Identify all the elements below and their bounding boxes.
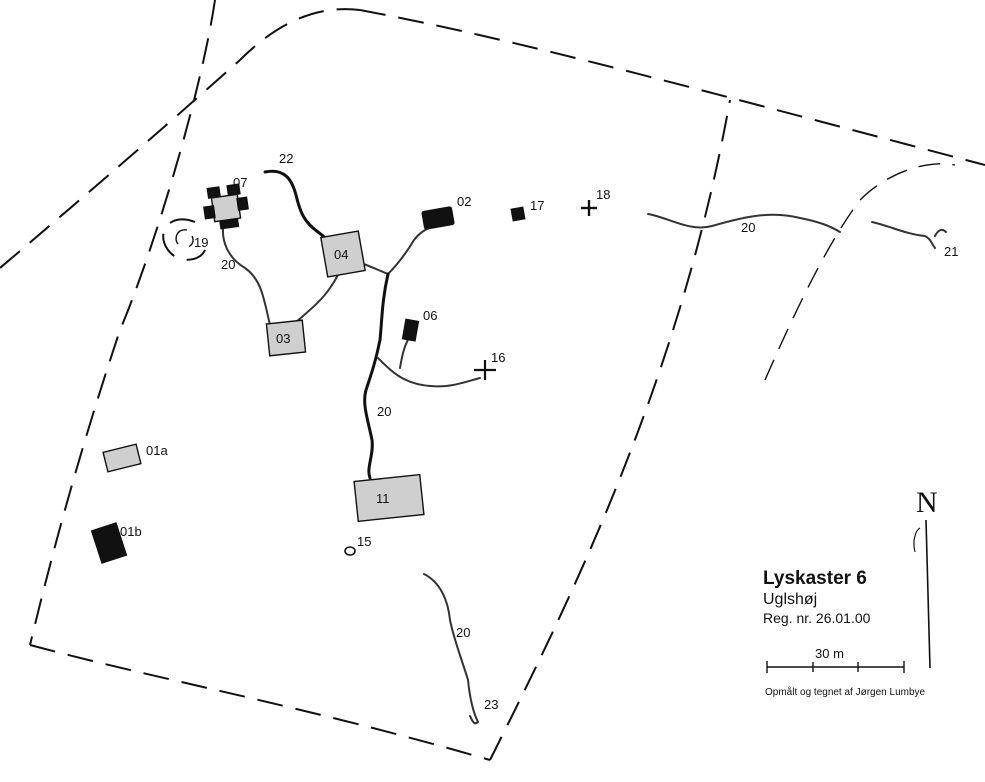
label-20-center: 20	[377, 404, 391, 419]
label-16: 16	[491, 350, 505, 365]
label-15: 15	[357, 534, 371, 549]
north-arrow: N	[913, 486, 938, 669]
trail-03-to-04	[295, 273, 339, 323]
map-title: Lyskaster 6	[763, 568, 867, 589]
well-19-outline	[162, 218, 206, 261]
label-02: 02	[457, 194, 471, 209]
north-arrow-line	[925, 519, 931, 669]
building-03	[265, 319, 307, 357]
building-labels: 03 04 11	[276, 247, 390, 506]
trail-to-16	[377, 357, 481, 388]
label-18: 18	[596, 187, 610, 202]
trail-east	[647, 213, 841, 233]
map-reg-no: Reg. nr. 26.01.00	[763, 610, 871, 626]
label-01b: 01b	[120, 524, 142, 539]
label-22: 22	[279, 151, 293, 166]
trail-07-to-03	[222, 221, 271, 326]
building-02	[421, 206, 455, 230]
well-19-inner	[175, 229, 194, 248]
label-17: 17	[530, 198, 544, 213]
boundary-south	[29, 644, 491, 761]
building-01a	[102, 443, 142, 473]
building-01b	[90, 522, 128, 564]
trails	[222, 169, 947, 725]
label-11: 11	[376, 491, 390, 506]
label-03: 03	[276, 331, 290, 346]
trail-main-south	[363, 272, 390, 480]
label-19: 19	[194, 235, 208, 250]
boundary-east-inner	[764, 163, 956, 381]
title-block: Lyskaster 6 Uglshøj Reg. nr. 26.01.00	[763, 568, 871, 626]
label-06: 06	[423, 308, 437, 323]
trail-junction-to-02	[387, 225, 435, 275]
label-04: 04	[334, 247, 348, 262]
boundary-east	[489, 99, 731, 761]
building-07	[203, 183, 249, 230]
label-21: 21	[944, 244, 958, 259]
scale-label: 30 m	[815, 646, 844, 661]
trail-06-stem	[399, 335, 411, 369]
label-23: 23	[484, 697, 498, 712]
trail-23	[423, 573, 479, 725]
label-20-east: 20	[741, 220, 755, 235]
building-11	[353, 473, 425, 523]
north-label: N	[916, 486, 938, 519]
boundary-northwest	[0, 8, 361, 269]
trail-21	[871, 221, 947, 249]
cross-18	[581, 200, 597, 216]
building-06	[401, 318, 420, 342]
trail-22-branch	[263, 169, 334, 250]
cross-16	[474, 360, 496, 380]
boundary-north	[359, 9, 985, 166]
building-17	[510, 206, 526, 222]
map-subtitle: Uglshøj	[763, 591, 817, 608]
map-credit: Opmålt og tegnet af Jørgen Lumbye	[765, 686, 926, 698]
scale-bar: 30 m	[766, 646, 905, 673]
label-20-south: 20	[456, 625, 470, 640]
boundary-west	[29, 0, 216, 646]
structures	[90, 183, 597, 564]
boundary-lines	[0, 0, 985, 761]
feature-15-marker	[344, 546, 356, 556]
label-20-west: 20	[221, 257, 235, 272]
building-04	[320, 230, 366, 278]
feature-labels: 01a 01b 02 06 07 15 16 17 18 19 20 20 20…	[120, 151, 958, 712]
label-01a: 01a	[146, 443, 168, 458]
north-arrow-tick	[913, 527, 921, 553]
label-07: 07	[233, 175, 247, 190]
